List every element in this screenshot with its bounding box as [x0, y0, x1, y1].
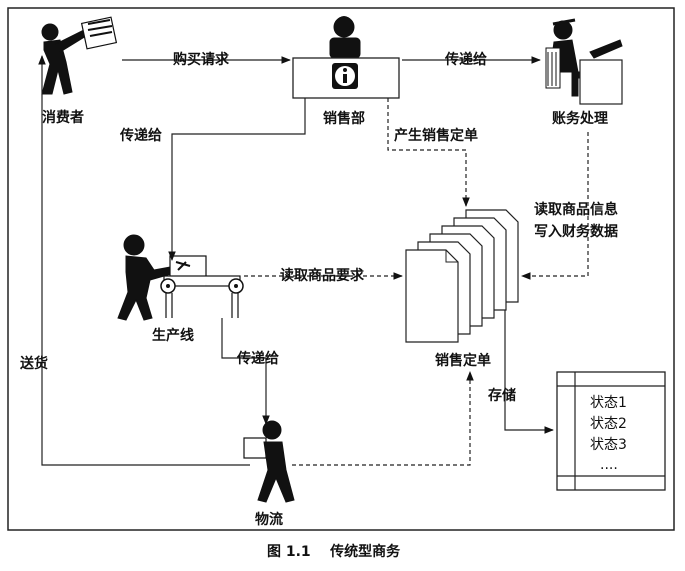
edge-create-order-label: 产生销售定单	[394, 127, 478, 144]
sales-orders-stack-icon	[405, 209, 519, 343]
figure-caption: 图 1.1 传统型商务	[267, 543, 401, 560]
edge-storage-label: 存储	[488, 387, 516, 404]
production-worker-icon	[117, 234, 207, 321]
edge-create-order	[387, 98, 470, 207]
edge-pass-to-accounting-label: 传递给	[444, 51, 487, 68]
status-storage-box	[556, 371, 666, 491]
node-sales-dept-label: 销售部	[323, 110, 365, 127]
edge-pass-to-production-label: 传递给	[119, 127, 162, 144]
diagram-frame	[7, 7, 675, 531]
info-icon	[332, 63, 358, 89]
edge-read-goods-info-label-2: 写入财务数据	[534, 223, 618, 240]
status-item-2: 状态2	[590, 416, 627, 432]
status-item-1: 状态1	[590, 395, 627, 411]
edge-read-goods-info	[521, 132, 589, 280]
edge-purchase-request-label: 购买请求	[173, 51, 230, 68]
conveyor-belt-icon	[160, 275, 244, 318]
node-production-line-label: 生产线	[152, 327, 194, 344]
edge-storage	[504, 310, 554, 434]
edge-deliver	[38, 55, 250, 466]
edge-pass-to-production	[168, 98, 306, 261]
edge-pass-to-logistics	[221, 318, 270, 425]
node-sales-orders-label: 销售定单	[435, 352, 491, 369]
edge-deliver-label: 送货	[19, 355, 48, 372]
status-item-3: 状态3	[590, 437, 627, 453]
edge-read-goods-info-label-1: 读取商品信息	[534, 201, 618, 218]
status-item-more: ....	[600, 457, 618, 473]
edge-pass-to-logistics-label: 传递给	[236, 350, 279, 367]
consumer-figure-icon	[41, 16, 118, 95]
sales-dept-figure-icon	[329, 16, 361, 59]
node-accounting-label: 账务处理	[552, 110, 608, 127]
edge-read-goods-requirement-label: 读取商品要求	[280, 267, 365, 284]
edge-logistics-to-orders	[292, 371, 474, 466]
logistics-figure-icon	[243, 420, 295, 503]
node-consumer-label: 消费者	[42, 109, 84, 126]
accounting-figure-icon	[545, 18, 623, 105]
node-logistics-label: 物流	[255, 511, 283, 528]
